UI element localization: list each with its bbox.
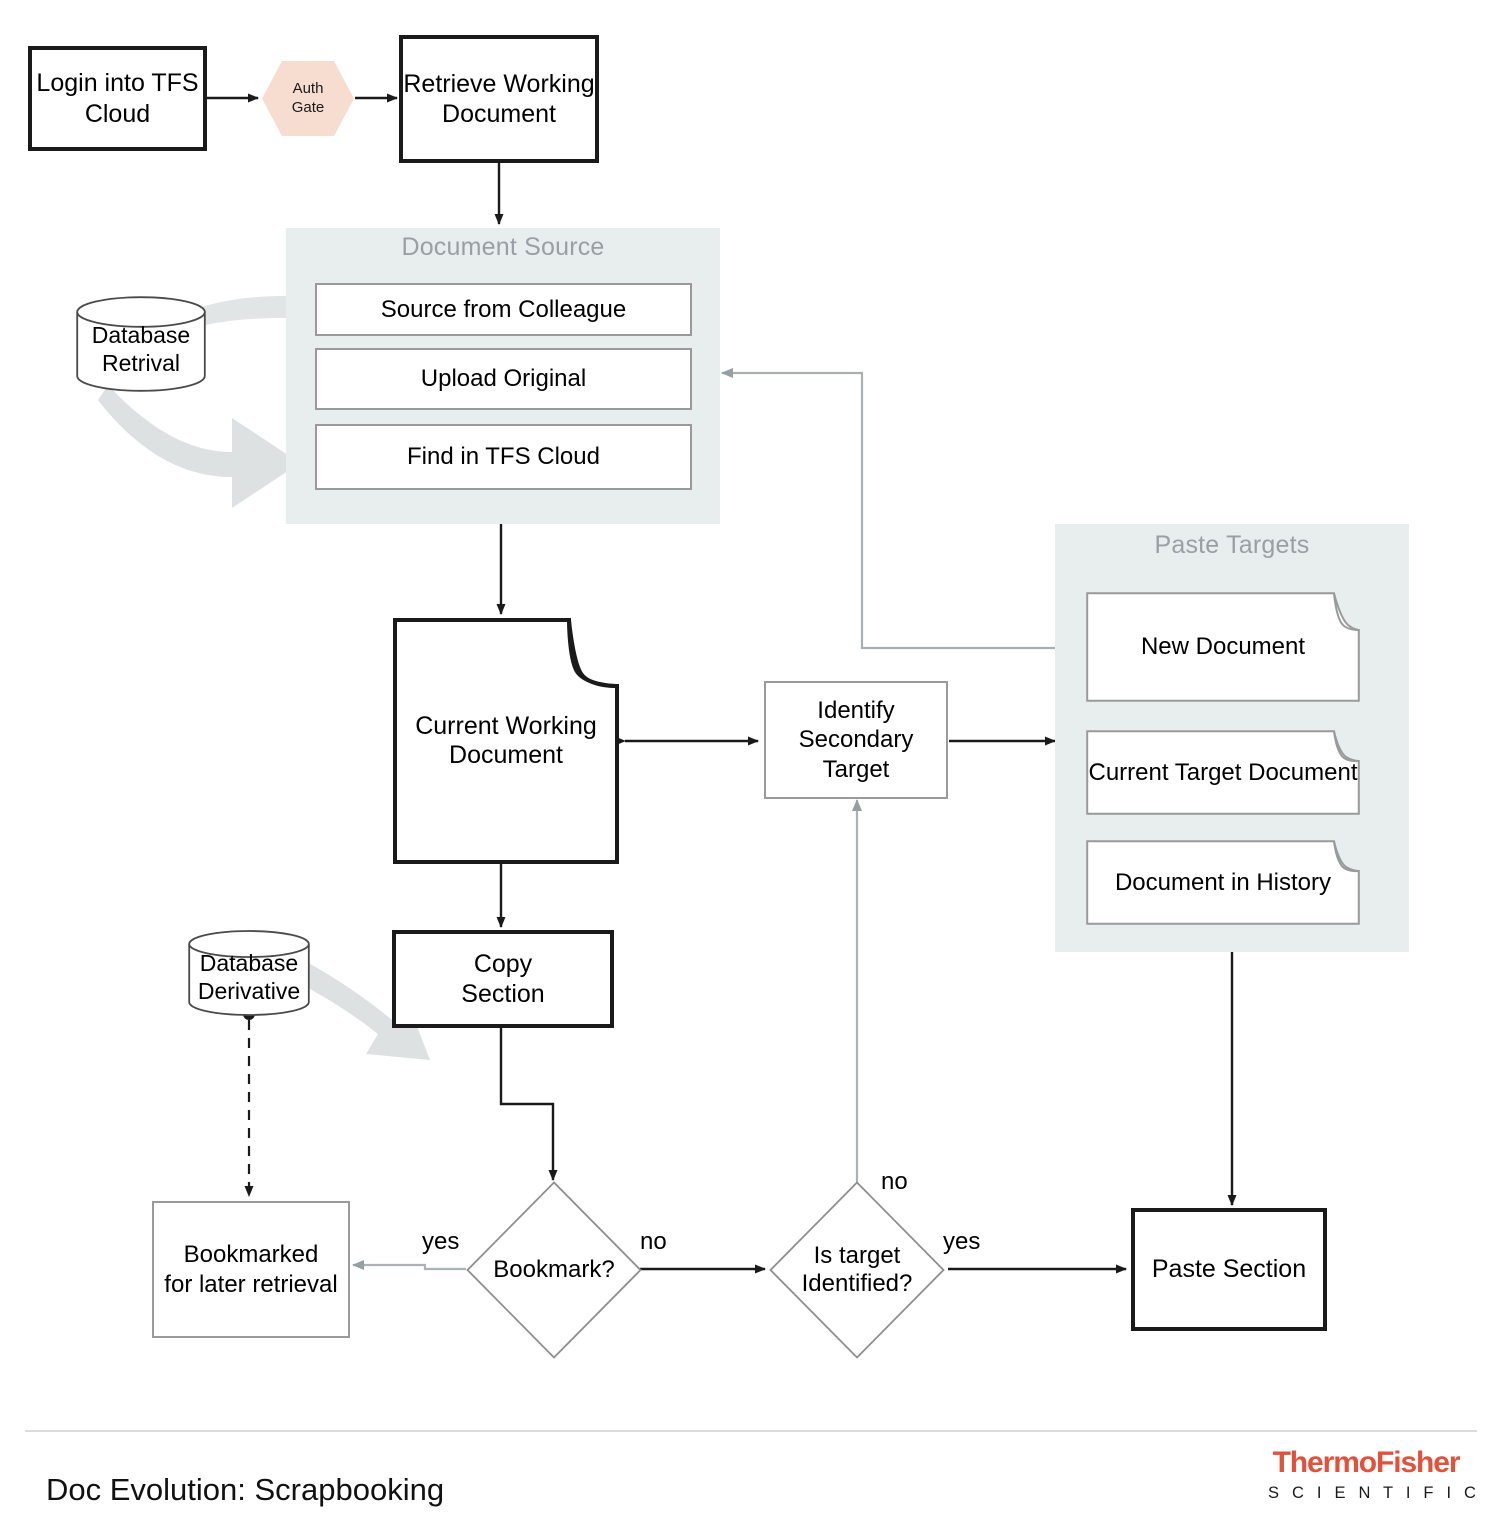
node-login-into-tfs-cloud[interactable]: Login into TFS Cloud <box>28 46 207 151</box>
group-title-document-source: Document Source <box>401 233 605 261</box>
node-label: Login into TFS Cloud <box>36 69 199 128</box>
paste-target-document-in-history[interactable]: Document in History <box>1086 840 1360 925</box>
paste-target-new-document[interactable]: New Document <box>1086 592 1360 702</box>
edge-label-target-no: no <box>881 1168 908 1195</box>
group-item-upload-original[interactable]: Upload Original <box>315 348 692 410</box>
logo-tagline: S C I E N T I F I C <box>1268 1484 1481 1502</box>
node-bookmarked-for-later-retrieval[interactable]: Bookmarked for later retrieval <box>152 1201 350 1338</box>
node-label: Retrieve Working Document <box>403 69 595 129</box>
node-copy-section[interactable]: Copy Section <box>392 930 614 1028</box>
node-auth-gate[interactable]: Auth Gate <box>260 59 356 138</box>
node-database-retrieval[interactable]: Database Retrival <box>76 296 206 392</box>
group-item-source-from-colleague[interactable]: Source from Colleague <box>315 283 692 336</box>
page-title: Doc Evolution: Scrapbooking <box>46 1472 445 1507</box>
node-label: Paste Section <box>1151 1255 1307 1284</box>
node-label: Bookmarked for later retrieval <box>164 1241 338 1298</box>
node-label: Auth Gate <box>291 79 325 116</box>
node-bookmark-decision[interactable]: Bookmark? <box>466 1181 642 1359</box>
group-item-label: Upload Original <box>420 365 587 393</box>
node-label: Current Working Document <box>415 712 597 769</box>
node-label: Identify Secondary Target <box>798 697 914 783</box>
logo-wordmark: ThermoFisher <box>1272 1446 1461 1479</box>
group-item-label: Find in TFS Cloud <box>407 443 600 471</box>
node-current-working-document[interactable]: Current Working Document <box>393 618 619 864</box>
edge-label-bookmark-no: no <box>640 1228 667 1255</box>
paste-target-label: Document in History <box>1114 868 1332 896</box>
node-label: Database Derivative <box>197 950 301 1004</box>
edge-label-bookmark-yes: yes <box>422 1228 460 1255</box>
node-label: Bookmark? <box>493 1256 615 1283</box>
node-target-decision[interactable]: Is target Identified? <box>769 1181 945 1359</box>
paste-target-label: New Document <box>1140 633 1306 660</box>
group-item-label: Source from Colleague <box>380 295 627 323</box>
node-database-derivative[interactable]: Database Derivative <box>188 930 310 1016</box>
node-label: Is target Identified? <box>801 1242 913 1297</box>
group-item-find-in-tfs-cloud[interactable]: Find in TFS Cloud <box>315 424 692 490</box>
node-identify-secondary-target[interactable]: Identify Secondary Target <box>764 681 948 799</box>
node-label: Database Retrival <box>91 322 191 376</box>
thermofisher-logo: ThermoFisher S C I E N T I F I C <box>1268 1446 1481 1502</box>
paste-target-label: Current Target Document <box>1088 758 1358 786</box>
edge-label-target-yes: yes <box>943 1228 981 1255</box>
group-title-paste-targets: Paste Targets <box>1154 531 1310 559</box>
paste-target-current-target-document[interactable]: Current Target Document <box>1086 730 1360 815</box>
node-paste-section[interactable]: Paste Section <box>1131 1208 1327 1331</box>
node-retrieve-working-document[interactable]: Retrieve Working Document <box>399 35 599 163</box>
footer-divider <box>25 1430 1477 1432</box>
node-label: Copy Section <box>461 949 545 1009</box>
